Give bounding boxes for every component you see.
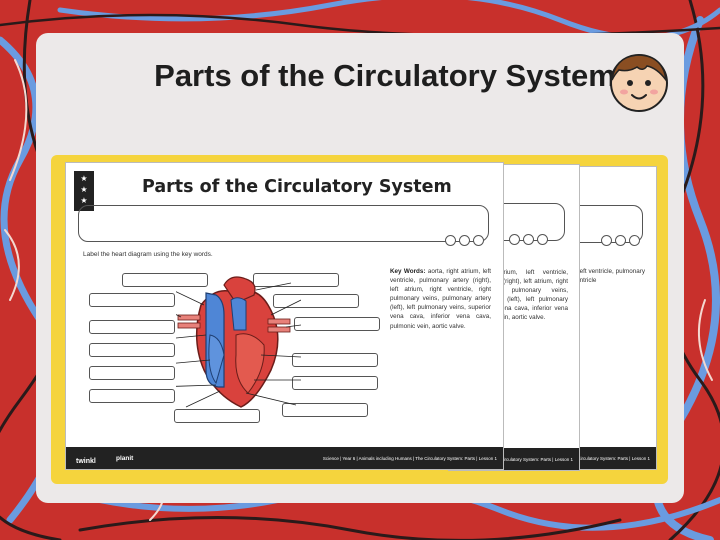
label-box — [89, 389, 175, 403]
worksheet-title: Parts of the Circulatory System — [142, 177, 452, 197]
key-words-text: aorta, right atrium, left ventricle, pul… — [390, 268, 491, 330]
footer-text: Circulatory System: Parts | Lesson 1 — [500, 457, 573, 462]
circle-marker — [509, 234, 520, 245]
slide-title: Parts of the Circulatory System — [154, 58, 616, 93]
label-box — [292, 353, 378, 367]
label-box — [89, 343, 175, 357]
key-words: Key Words: aorta, right atrium, left ven… — [390, 267, 491, 331]
label-box — [89, 293, 175, 307]
child-face-icon — [610, 54, 668, 112]
circle-marker — [473, 235, 484, 246]
circle-marker — [523, 234, 534, 245]
circle-marker — [601, 235, 612, 246]
star-badge: ★★★ — [74, 171, 94, 211]
label-box — [89, 320, 175, 334]
worksheet-page-1: ★★★ Parts of the Circulatory System Labe… — [65, 162, 504, 470]
footer-text: Circulatory System: Parts | Lesson 1 — [577, 456, 650, 461]
heart-diagram — [176, 276, 301, 408]
label-box — [294, 317, 380, 331]
worksheet-instruction: Label the heart diagram using the key wo… — [83, 251, 213, 258]
heading-box — [78, 205, 489, 242]
heading-box — [449, 203, 565, 241]
heading-box — [521, 205, 643, 243]
circle-marker — [537, 234, 548, 245]
brand-logo: twinkl — [76, 458, 96, 465]
footer-text: Science | Year 6 | Animals including Hum… — [322, 456, 497, 461]
circle-marker — [629, 235, 640, 246]
label-box — [253, 273, 339, 287]
label-box — [122, 273, 208, 287]
sheet-footer: twinkl planit Science | Year 6 | Animals… — [66, 447, 503, 469]
label-box — [89, 366, 175, 380]
key-words-label: Key Words: — [390, 268, 426, 275]
label-box — [174, 409, 260, 423]
label-box — [273, 294, 359, 308]
label-box — [282, 403, 368, 417]
circle-marker — [445, 235, 456, 246]
label-box — [292, 376, 378, 390]
circle-marker — [615, 235, 626, 246]
circle-marker — [459, 235, 470, 246]
planit-logo: planit — [116, 455, 134, 462]
